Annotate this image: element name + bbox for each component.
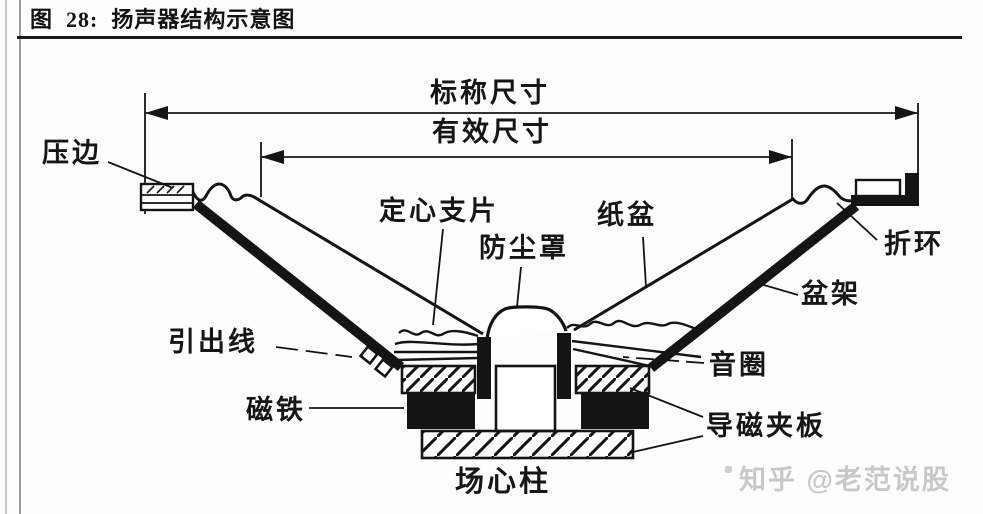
cone-right-line <box>573 184 855 332</box>
arrow-right-icon <box>769 150 792 164</box>
label-effective-size: 有效尺寸 <box>432 117 552 147</box>
label-magnet: 磁铁 <box>246 395 306 425</box>
arrow-right-icon <box>895 106 918 120</box>
label-center-pole: 场心柱 <box>455 466 552 498</box>
frame-right-bar <box>647 202 860 372</box>
leader-lines <box>107 161 878 453</box>
leader-paper-cone <box>642 236 647 288</box>
leader-surround <box>836 202 878 241</box>
leader-dust-cap <box>516 266 522 308</box>
page-border-inner <box>19 0 21 514</box>
watermark-dot <box>725 466 732 473</box>
lead-wire-squares <box>358 344 395 379</box>
gasket-left-shape <box>139 182 195 212</box>
magnet-right-block <box>581 393 649 429</box>
label-nominal-size: 标称尺寸 <box>430 78 550 108</box>
dimension-effective <box>260 139 793 199</box>
top-plate-left-shape <box>400 364 477 395</box>
leader-lead-wire <box>275 346 353 358</box>
label-surround: 折环 <box>884 229 944 259</box>
label-dust-cap: 防尘罩 <box>479 233 569 263</box>
arrow-left-icon <box>145 106 168 120</box>
frame-left-bar <box>192 200 405 371</box>
label-basket-frame: 盆架 <box>801 279 861 309</box>
spider-right-waves <box>566 319 702 368</box>
leader-pole-plate-top <box>629 387 704 418</box>
dimension-nominal <box>144 93 919 214</box>
label-paper-cone: 纸盆 <box>597 200 657 230</box>
leader-pole-plate-bottom <box>632 435 704 453</box>
bottom-plate-shape <box>420 429 635 460</box>
dust-cap-dome <box>485 305 568 340</box>
label-lead-wire: 引出线 <box>168 327 258 357</box>
arrow-left-icon <box>261 150 284 164</box>
leader-spider <box>432 228 444 326</box>
spider-left-waves <box>394 329 479 362</box>
page-border-outer <box>5 0 7 514</box>
voice-coil-bars <box>477 333 571 399</box>
top-plate-right-shape <box>574 364 651 395</box>
center-pole-piece <box>494 364 557 433</box>
label-pole-plate: 导磁夹板 <box>706 411 826 441</box>
gasket-right-shape <box>851 173 919 206</box>
label-clamp-edge: 压边 <box>42 138 102 168</box>
magnet-left-block <box>407 393 475 429</box>
leader-basket-frame <box>756 282 799 296</box>
label-spider: 定心支片 <box>379 196 499 226</box>
watermark: 知乎 @老范说股 <box>739 465 951 495</box>
figure-title: 图 28: 扬声器结构示意图 <box>30 7 296 32</box>
leader-voice-coil <box>622 356 705 364</box>
cone-left-line <box>191 182 484 336</box>
label-voice-coil: 音圈 <box>709 350 769 380</box>
title-underline <box>17 36 962 39</box>
leader-clamp-edge <box>107 161 174 189</box>
